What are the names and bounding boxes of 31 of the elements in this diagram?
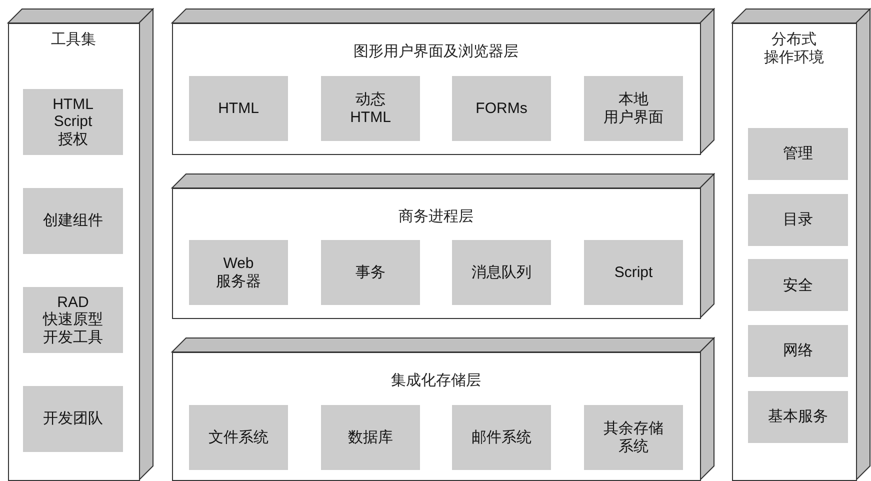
component-box: 创建组件 [23,188,123,254]
component-box: 动态 HTML [321,76,420,141]
component-box: Web 服务器 [189,240,288,305]
component-box: Script [584,240,683,305]
component-box: RAD 快速原型开发工具 [23,287,123,353]
layer-panel [172,174,714,318]
component-box: 其余存储系统 [584,405,683,470]
layer-title: 分布式操作环境 [763,31,825,67]
component-box: HTML Script 授权 [23,89,123,155]
component-box: 邮件系统 [452,405,551,470]
component-box: 事务 [321,240,420,305]
component-box: 网络 [748,325,848,378]
layer-panel [732,9,870,480]
component-box: 本地用户界面 [584,76,683,141]
component-box: 管理 [748,128,848,180]
layer-panel [172,338,714,480]
component-box: 开发团队 [23,386,123,452]
layer-panel [172,9,714,154]
layer-title: 图形用户界面及浏览器层 [352,43,520,61]
component-box: 基本服务 [748,390,848,443]
component-box: 数据库 [321,405,420,470]
component-box: 安全 [748,259,848,312]
layer-title: 集成化存储层 [390,372,482,390]
layer-title: 商务进程层 [398,208,474,226]
component-box: FORMs [452,76,551,141]
component-box: 消息队列 [452,240,551,305]
component-box: 目录 [748,194,848,246]
layer-title: 工具集 [50,31,97,49]
layer-panel [8,9,153,480]
component-box: 文件系统 [189,405,288,470]
component-box: HTML [189,76,288,141]
